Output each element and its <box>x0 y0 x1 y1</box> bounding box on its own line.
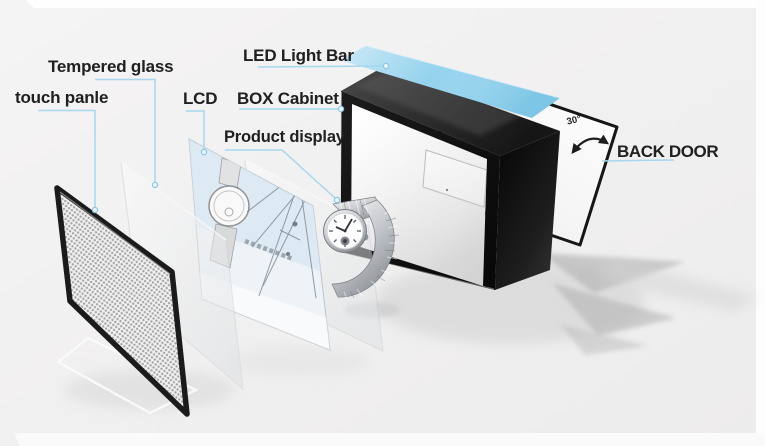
leader-dot-tempered-glass <box>151 181 159 189</box>
rotation-angle-arrow-icon <box>571 134 610 155</box>
product-watch <box>323 196 400 300</box>
floor-shadows <box>55 253 758 415</box>
leader-line-led-light-bar <box>257 65 387 68</box>
leader-dot-led-light-bar <box>382 62 390 70</box>
leader-dot-lcd <box>200 148 208 156</box>
right-white-strip <box>756 0 765 446</box>
leader-line-touch-panel <box>38 109 96 207</box>
label-lcd: LCD <box>183 89 218 108</box>
label-touch-panel: touch panle <box>15 88 109 107</box>
label-back-door: BACK DOOR <box>617 142 719 161</box>
bottom-white-strip <box>14 433 765 446</box>
leader-lines <box>38 65 675 207</box>
label-box-cabinet: BOX Cabinet <box>237 89 339 108</box>
top-white-strip <box>26 0 765 8</box>
ad-caption-strip <box>244 238 294 262</box>
leader-dots <box>91 62 390 214</box>
leader-dot-box-cabinet <box>337 105 345 113</box>
leader-line-back-door <box>601 159 675 162</box>
touch-panel-layer <box>54 185 190 417</box>
cabinet-right-face <box>495 131 560 290</box>
leader-line-tempered-glass <box>95 78 156 182</box>
label-led-light-bar: LED Light Bar <box>243 46 354 65</box>
leader-dot-touch-panel <box>91 206 99 214</box>
cabinet-front-frame <box>340 91 500 290</box>
label-tempered-glass: Tempered glass <box>48 57 174 76</box>
leader-dot-product-display <box>333 196 341 204</box>
leader-line-product-display <box>225 149 336 199</box>
label-product-display: Product display <box>224 128 345 146</box>
leader-line-lcd <box>186 110 205 149</box>
led-light-bar <box>340 45 561 118</box>
